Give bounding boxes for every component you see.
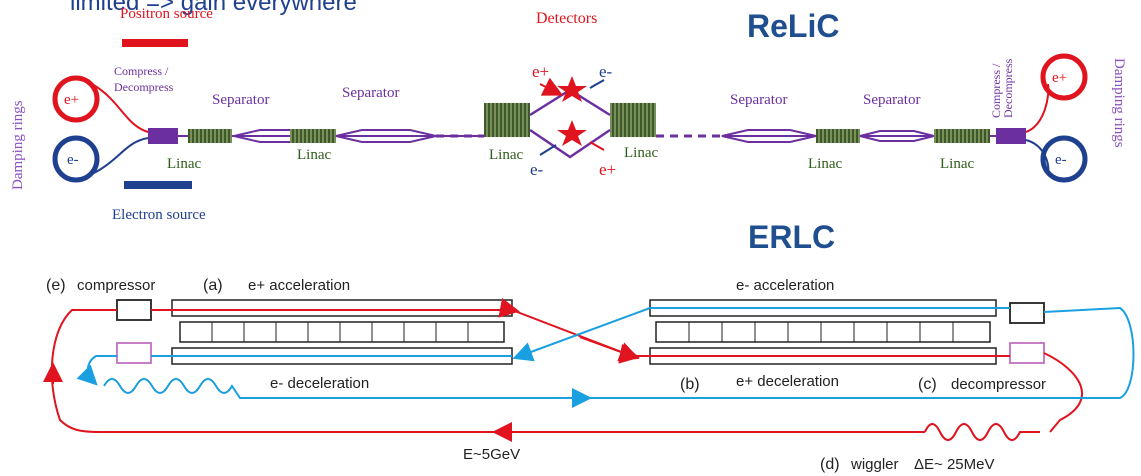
positron-ring-left-link (91, 83, 149, 133)
relic-title: ReLiC (747, 8, 839, 44)
linac-label-left-1: Linac (167, 156, 201, 172)
positron-ring-left-symbol: e+ (64, 92, 79, 108)
compressor-label: compressor (77, 277, 155, 294)
red-arrow-diagonal (579, 336, 640, 362)
label-d: (d) (820, 456, 840, 473)
cyan-diagonal (512, 307, 651, 362)
detector-e-minus-bottom: e- (530, 160, 544, 179)
top-text: limited => gain everywhere (70, 0, 357, 16)
delta-e-label: ΔE~ 25MeV (914, 456, 994, 473)
detector-e-plus-top: e+ (532, 62, 549, 81)
electron-ring-left-link (91, 137, 149, 175)
linac-label-center-right: Linac (624, 145, 658, 161)
detectors-label: Detectors (536, 10, 597, 27)
red-beam-path (151, 297, 1010, 364)
e-minus-deceleration-label: e- deceleration (270, 375, 369, 392)
label-c: (c) (918, 376, 937, 393)
positron-source-bar (122, 39, 188, 47)
positron-ring-right-link (1025, 83, 1050, 133)
red-wiggler (924, 352, 1083, 441)
electron-source-label: Electron source (112, 207, 206, 223)
electron-ring-right (1040, 135, 1088, 183)
cavity-left-cells (179, 321, 505, 343)
compressor-box-left (116, 299, 152, 321)
label-a: (a) (203, 277, 223, 294)
compress-label-right: Compress / (989, 63, 1003, 118)
label-e: (e) (46, 277, 66, 294)
arrow-e-minus-top (589, 79, 605, 89)
damping-rings-label-left: Damping rings (10, 100, 26, 190)
wiggler-label: wiggler (850, 456, 899, 473)
linac-coil-right-1 (816, 129, 860, 143)
linac-coil-center-left (484, 103, 530, 137)
positron-ring-right-symbol: e+ (1052, 70, 1067, 86)
arrow-e-plus-top (539, 77, 564, 96)
separator-label-left-1: Separator (212, 92, 269, 108)
arrow-e-minus-bottom (539, 144, 557, 156)
separator-label-right-1: Separator (730, 92, 787, 108)
decompress-label-right: Decompress (1001, 58, 1015, 118)
compressor-box-right (1009, 302, 1045, 324)
detector-e-minus-top: e- (599, 62, 613, 81)
energy-label: E~5GeV (463, 446, 520, 463)
compressor-box-left-pink (116, 342, 152, 364)
red-return-loop (50, 309, 925, 433)
compressor-block-right (996, 128, 1026, 144)
erlc-title: ERLC (748, 219, 835, 255)
electron-ring-left-symbol: e- (67, 152, 79, 168)
decompressor-box-right-pink (1009, 342, 1045, 364)
damping-rings-label-right: Damping rings (1111, 58, 1127, 148)
separator-label-left-2: Separator (342, 85, 399, 101)
e-plus-deceleration-label: e+ deceleration (736, 373, 839, 390)
positron-ring-left (52, 75, 100, 123)
detector-e-plus-bottom: e+ (599, 160, 616, 179)
decompress-label-left: Decompress (114, 80, 174, 94)
positron-source-label: Positron source (120, 6, 213, 22)
electron-ring-right-symbol: e- (1055, 152, 1067, 168)
label-b: (b) (680, 376, 700, 393)
linac-coil-center-right (610, 103, 656, 137)
separator-label-right-2: Separator (863, 92, 920, 108)
cavity-right-cells (655, 321, 991, 343)
cyan-loop-left (76, 355, 117, 386)
detector-star-bottom (557, 120, 587, 146)
linac-label-center-left: Linac (489, 147, 523, 163)
arrow-e-plus-bottom (589, 141, 605, 151)
e-plus-acceleration-label: e+ acceleration (248, 277, 350, 294)
detector-star-top (557, 76, 587, 102)
electron-source-bar (124, 181, 192, 189)
linac-coil-right-2 (934, 129, 990, 143)
e-minus-acceleration-label: e- acceleration (736, 277, 834, 294)
linac-label-right-1: Linac (808, 156, 842, 172)
linac-coil-left-1 (188, 129, 232, 143)
linac-coil-left-2 (290, 129, 336, 143)
decompressor-label: decompressor (951, 376, 1046, 393)
electron-ring-left (52, 135, 100, 183)
compress-label-left: Compress / (114, 64, 169, 78)
cavity-left-top-beam (171, 299, 513, 317)
positron-ring-right (1040, 53, 1088, 101)
linac-label-left-2: Linac (297, 147, 331, 163)
cyan-wiggle (103, 306, 1135, 399)
linac-label-right-2: Linac (940, 156, 974, 172)
compressor-block-left (148, 128, 178, 144)
